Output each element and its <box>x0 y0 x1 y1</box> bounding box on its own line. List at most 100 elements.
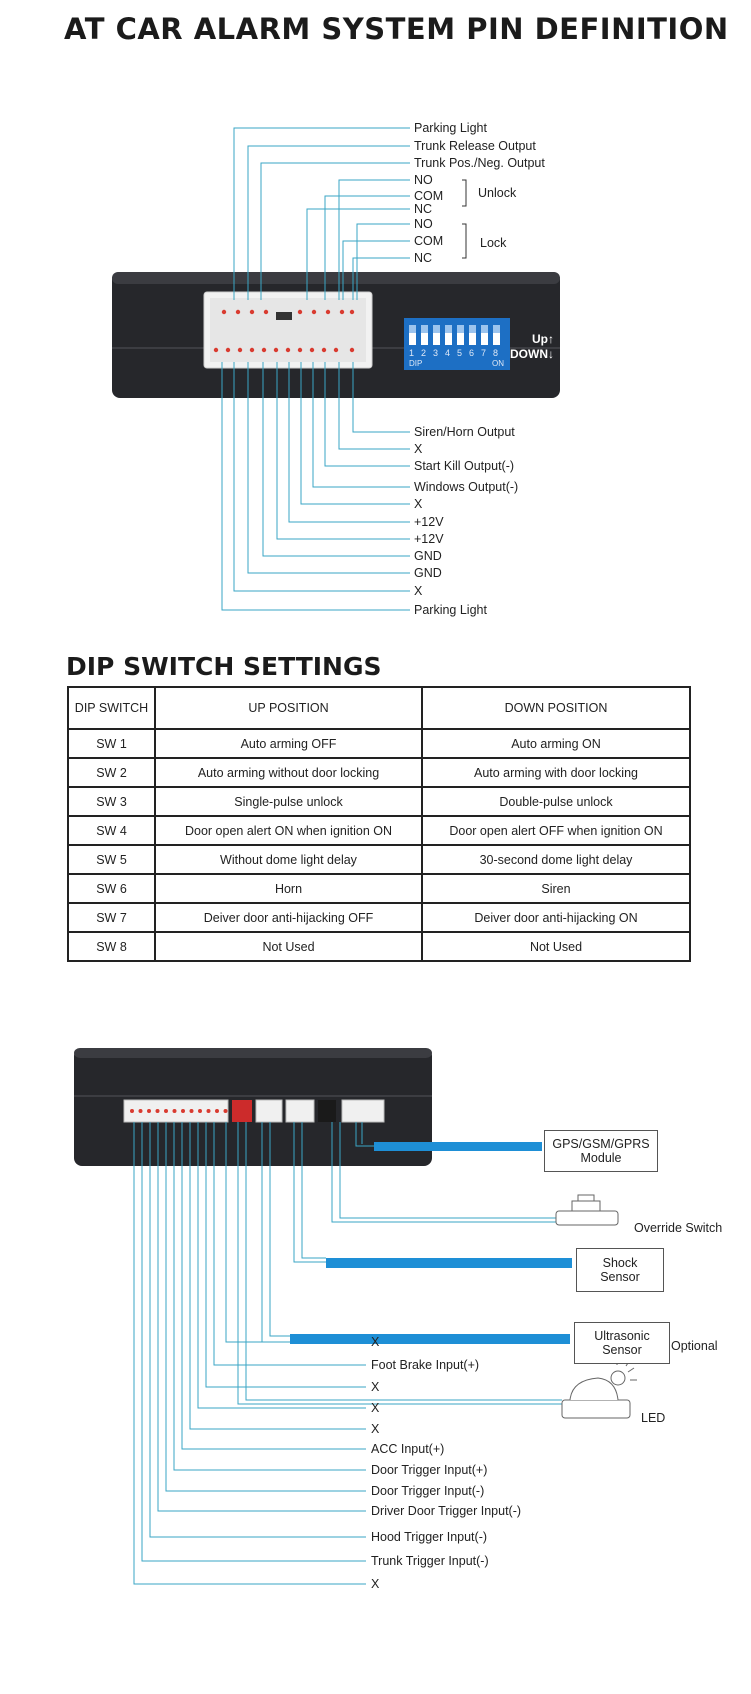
lower-pin-label: Start Kill Output(-) <box>414 459 515 473</box>
lock-label: Lock <box>480 236 507 250</box>
unlock-label: Unlock <box>478 186 517 200</box>
down-position-cell: Not Used <box>421 931 691 962</box>
input-pin-label: X <box>371 1401 380 1415</box>
down-position-cell: Auto arming with door locking <box>421 757 691 788</box>
dip-switch-2[interactable] <box>421 325 428 345</box>
input-wire <box>213 1122 366 1366</box>
upper-pin-label: NO <box>414 173 433 187</box>
dip-number-8: 8 <box>493 348 499 358</box>
peripheral-wire <box>261 1122 290 1343</box>
up-position-cell: Deiver door anti-hijacking OFF <box>154 902 423 933</box>
lower-pin-label: X <box>414 442 423 456</box>
header-up-position: UP POSITION <box>154 686 423 730</box>
unlock-bracket <box>462 179 467 207</box>
up-position-cell: Auto arming without door locking <box>154 757 423 788</box>
dip-text: DIP <box>409 359 423 368</box>
dip-switch-1[interactable] <box>409 325 416 345</box>
header-down-position: DOWN POSITION <box>421 686 691 730</box>
up-position-cell: Not Used <box>154 931 423 962</box>
connector-pin <box>333 347 339 353</box>
dip-switch-6[interactable] <box>469 325 476 345</box>
input-wire <box>133 1122 366 1585</box>
lower-pin-label: X <box>414 497 423 511</box>
connector-pin <box>309 347 315 353</box>
dip-number-7: 7 <box>481 348 487 358</box>
lower-pin-label: Siren/Horn Output <box>414 425 515 439</box>
override-switch-label: Override Switch <box>634 1221 723 1235</box>
upper-pin-label: COM <box>414 189 444 203</box>
dip-switch-8[interactable] <box>493 325 500 345</box>
lower-pin-label: GND <box>414 549 442 563</box>
connector-pin <box>249 347 255 353</box>
override-switch-icon <box>555 1194 619 1226</box>
input-wire <box>157 1122 366 1512</box>
table-header-row: DIP SWITCH UP POSITION DOWN POSITION <box>67 686 691 730</box>
dip-switch-7[interactable] <box>481 325 488 345</box>
switch-cell: SW 2 <box>67 757 156 788</box>
dip-number-5: 5 <box>457 348 463 358</box>
up-position-cell: Auto arming OFF <box>154 728 423 759</box>
dip-switch-3[interactable] <box>433 325 440 345</box>
control-box-2 <box>74 1048 432 1166</box>
connector-pin <box>223 1109 228 1113</box>
input-wire <box>181 1122 366 1450</box>
connector-pin <box>249 309 255 315</box>
peripheral-wire <box>339 1122 556 1219</box>
connector-pin <box>273 347 279 353</box>
peripheral-wire <box>331 1122 556 1223</box>
down-position-cell: Auto arming ON <box>421 728 691 759</box>
connector-pin <box>225 347 231 353</box>
lower-wire <box>338 362 410 450</box>
input-pin-label: Door Trigger Input(-) <box>371 1484 485 1498</box>
connector-pin <box>198 1109 202 1113</box>
input-wire <box>173 1122 366 1471</box>
on-text: ON <box>492 359 504 368</box>
switch-cell: SW 5 <box>67 844 156 875</box>
lower-wire <box>233 362 410 592</box>
lower-pin-label: X <box>414 584 423 598</box>
connector-red <box>232 1100 252 1122</box>
led-label: LED <box>641 1411 666 1425</box>
connector-pin <box>130 1109 134 1113</box>
upper-wire <box>247 145 410 300</box>
dip-settings-table: DIP SWITCH UP POSITION DOWN POSITION SW … <box>67 686 691 962</box>
upper-pin-label: NO <box>414 217 433 231</box>
dip-switch-5[interactable] <box>457 325 464 345</box>
dip-switch-4[interactable] <box>445 325 452 345</box>
led-icon <box>561 1358 637 1419</box>
switch-cell: SW 7 <box>67 902 156 933</box>
connector-pin <box>311 309 317 315</box>
upper-wire <box>306 208 410 300</box>
lower-pin-label: Parking Light <box>414 603 487 617</box>
dip-settings-title: DIP SWITCH SETTINGS <box>66 652 382 681</box>
lower-pin-label: GND <box>414 566 442 580</box>
input-pin-label: ACC Input(+) <box>371 1442 445 1456</box>
connector-pin <box>213 347 219 353</box>
lower-wire <box>312 362 410 488</box>
connector-3 <box>285 1099 315 1123</box>
connector-pin <box>147 1109 151 1113</box>
connector-pin <box>263 309 269 315</box>
connector-pin <box>285 347 291 353</box>
gps-gsm-gprs-module: GPS/GSM/GPRS Module <box>544 1130 658 1172</box>
connector-pin <box>237 347 243 353</box>
upper-wire <box>352 257 410 300</box>
connector-pin <box>339 309 345 315</box>
connector-pin <box>215 1109 219 1113</box>
upper-wire <box>233 127 410 300</box>
down-position-cell: Deiver door anti-hijacking ON <box>421 902 691 933</box>
peripheral-wire <box>301 1122 326 1259</box>
gps-cable <box>374 1142 542 1151</box>
input-wiring-diagram <box>74 1048 637 1585</box>
peripheral-wire <box>245 1122 562 1401</box>
input-wire <box>197 1122 366 1409</box>
upper-pin-label: Parking Light <box>414 121 487 135</box>
input-wire <box>205 1122 366 1388</box>
connector-pin <box>221 309 227 315</box>
connector-pin <box>164 1109 168 1113</box>
input-pin-label: X <box>371 1577 380 1591</box>
shock-cable <box>326 1258 572 1268</box>
up-label: Up↑ <box>532 332 554 346</box>
